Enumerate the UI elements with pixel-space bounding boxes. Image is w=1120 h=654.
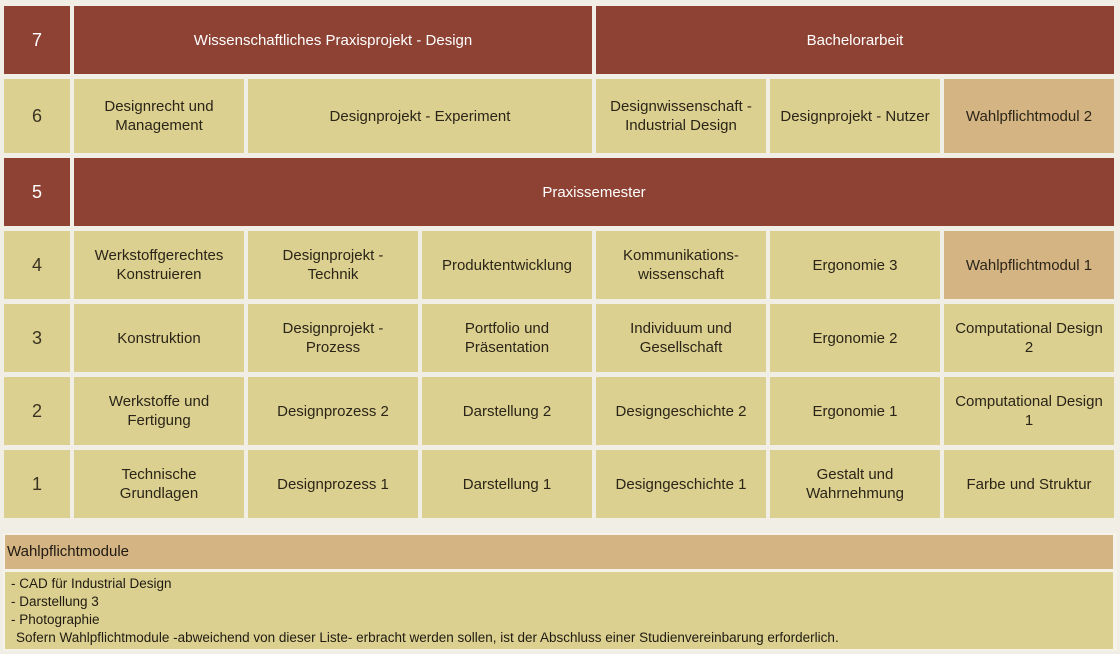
module-designprojekt-nutzer[interactable]: Designprojekt - Nutzer xyxy=(770,79,940,153)
semester-6-label: 6 xyxy=(4,79,70,153)
electives-title: Wahlpflichtmodule xyxy=(5,535,1113,569)
semester-2-label: 2 xyxy=(4,377,70,445)
elective-item-cad: - CAD für Industrial Design xyxy=(11,576,172,591)
module-wahlpflichtmodul-2[interactable]: Wahlpflichtmodul 2 xyxy=(944,79,1114,153)
module-designgeschichte-2[interactable]: Designgeschichte 2 xyxy=(596,377,766,445)
module-darstellung-1[interactable]: Darstellung 1 xyxy=(422,450,592,518)
module-werkstoffgerechtes-konstruieren[interactable]: Werkstoffgerechtes Konstruieren xyxy=(74,231,244,299)
module-kommunikationswissenschaft[interactable]: Kommunikations-wissenschaft xyxy=(596,231,766,299)
module-designprojekt-technik[interactable]: Designprojekt - Technik xyxy=(248,231,418,299)
electives-panel: Wahlpflichtmodule - CAD für Industrial D… xyxy=(3,533,1117,651)
module-gestalt-wahrnehmung[interactable]: Gestalt und Wahrnehmung xyxy=(770,450,940,518)
module-portfolio[interactable]: Portfolio und Präsentation xyxy=(422,304,592,372)
module-produktentwicklung[interactable]: Produktentwicklung xyxy=(422,231,592,299)
module-wahlpflichtmodul-1[interactable]: Wahlpflichtmodul 1 xyxy=(944,231,1114,299)
module-designprozess-2[interactable]: Designprozess 2 xyxy=(248,377,418,445)
module-technische-grundlagen[interactable]: Technische Grundlagen xyxy=(74,450,244,518)
module-designprojekt-prozess[interactable]: Designprojekt - Prozess xyxy=(248,304,418,372)
module-ergonomie-1[interactable]: Ergonomie 1 xyxy=(770,377,940,445)
module-designprozess-1[interactable]: Designprozess 1 xyxy=(248,450,418,518)
module-darstellung-2[interactable]: Darstellung 2 xyxy=(422,377,592,445)
module-konstruktion[interactable]: Konstruktion xyxy=(74,304,244,372)
module-ergonomie-3[interactable]: Ergonomie 3 xyxy=(770,231,940,299)
module-praxissemester[interactable]: Praxissemester xyxy=(74,158,1114,226)
module-designwissenschaft[interactable]: Designwissenschaft - Industrial Design xyxy=(596,79,766,153)
semester-7-label: 7 xyxy=(4,6,70,74)
module-werkstoffe-fertigung[interactable]: Werkstoffe und Fertigung xyxy=(74,377,244,445)
module-designrecht[interactable]: Designrecht und Management xyxy=(74,79,244,153)
electives-list: - CAD für Industrial Design - Darstellun… xyxy=(5,572,1113,649)
module-computational-design-2[interactable]: Computational Design 2 xyxy=(944,304,1114,372)
curriculum-grid: 7 Wissenschaftliches Praxisprojekt - Des… xyxy=(4,6,1116,518)
elective-item-darstellung-3: - Darstellung 3 xyxy=(11,594,99,609)
module-ergonomie-2[interactable]: Ergonomie 2 xyxy=(770,304,940,372)
module-computational-design-1[interactable]: Computational Design 1 xyxy=(944,377,1114,445)
semester-5-label: 5 xyxy=(4,158,70,226)
electives-note: Sofern Wahlpflichtmodule -abweichend von… xyxy=(16,630,839,645)
semester-1-label: 1 xyxy=(4,450,70,518)
module-individuum-gesellschaft[interactable]: Individuum und Gesellschaft xyxy=(596,304,766,372)
module-farbe-struktur[interactable]: Farbe und Struktur xyxy=(944,450,1114,518)
module-bachelorarbeit[interactable]: Bachelorarbeit xyxy=(596,6,1114,74)
semester-3-label: 3 xyxy=(4,304,70,372)
module-designprojekt-experiment[interactable]: Designprojekt - Experiment xyxy=(248,79,592,153)
semester-4-label: 4 xyxy=(4,231,70,299)
module-designgeschichte-1[interactable]: Designgeschichte 1 xyxy=(596,450,766,518)
elective-item-photographie: - Photographie xyxy=(11,612,100,627)
module-praxisprojekt[interactable]: Wissenschaftliches Praxisprojekt - Desig… xyxy=(74,6,592,74)
